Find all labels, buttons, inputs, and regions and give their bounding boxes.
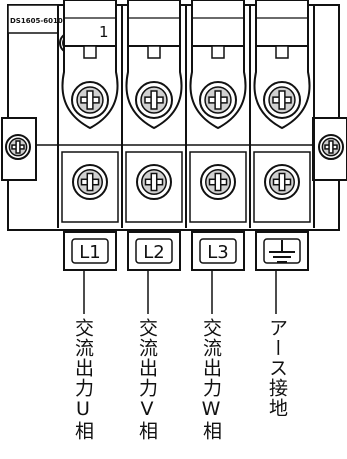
- terminal-u: L1: [61, 0, 119, 271]
- terminal-screw-icon-slot-v: [278, 172, 286, 192]
- caption-terminal-u: 交流出力U相: [72, 318, 94, 441]
- lug-screw-icon-slot-v: [86, 90, 94, 110]
- model-code-label: DS1605-6010: [10, 17, 63, 25]
- terminal-e: [253, 0, 311, 271]
- lug-screw-icon: [263, 81, 301, 119]
- lug-screw-icon-slot-v: [278, 90, 286, 110]
- right-mounting-screw-icon-slot-v: [328, 140, 334, 154]
- wire-e: [255, 0, 309, 47]
- lug-tab: [83, 45, 97, 59]
- wire-u: [63, 0, 117, 47]
- terminal-label-u: L1: [79, 242, 100, 263]
- left-mounting-screw-icon: [5, 134, 31, 160]
- lug-screw-icon: [135, 81, 173, 119]
- leader-lines: [83, 270, 277, 314]
- caption-terminal-v: 交流出力V相: [136, 318, 158, 441]
- lug-tab: [211, 45, 225, 59]
- label-frame: [135, 238, 173, 264]
- terminal-screw-icon: [136, 164, 172, 200]
- terminal-screw-icon: [72, 164, 108, 200]
- terminal-screw-icon: [200, 164, 236, 200]
- terminal-screw-icon-slot-v: [214, 172, 222, 192]
- lug-screw-icon-slot-v: [214, 90, 222, 110]
- side-tab-fragment: 1: [99, 23, 109, 41]
- terminal-row: L1 L2 L3: [61, 0, 311, 271]
- lug-tab: [147, 45, 161, 59]
- model-plate: [7, 4, 59, 34]
- terminal-v: L2: [125, 0, 183, 271]
- label-frame: [71, 238, 109, 264]
- label-frame: [199, 238, 237, 264]
- lug-screw-icon: [71, 81, 109, 119]
- left-mounting-screw-icon-slot-v: [15, 140, 21, 154]
- caption-terminal-ground: アース接地: [266, 318, 288, 418]
- lug-screw-icon-slot-v: [150, 90, 158, 110]
- lug-tab: [275, 45, 289, 59]
- terminal-label-v: L2: [143, 242, 164, 263]
- caption-terminal-w: 交流出力W相: [200, 318, 222, 441]
- terminal-screw-icon-slot-v: [150, 172, 158, 192]
- wire-w: [191, 0, 245, 47]
- wire-v: [127, 0, 181, 47]
- lug-screw-icon: [199, 81, 237, 119]
- terminal-label-w: L3: [207, 242, 228, 263]
- earth-ground-icon: [269, 240, 295, 263]
- terminal-screw-icon: [264, 164, 300, 200]
- terminal-screw-icon-slot-v: [86, 172, 94, 192]
- right-mounting-screw-icon: [318, 134, 344, 160]
- terminal-w: L3: [189, 0, 247, 271]
